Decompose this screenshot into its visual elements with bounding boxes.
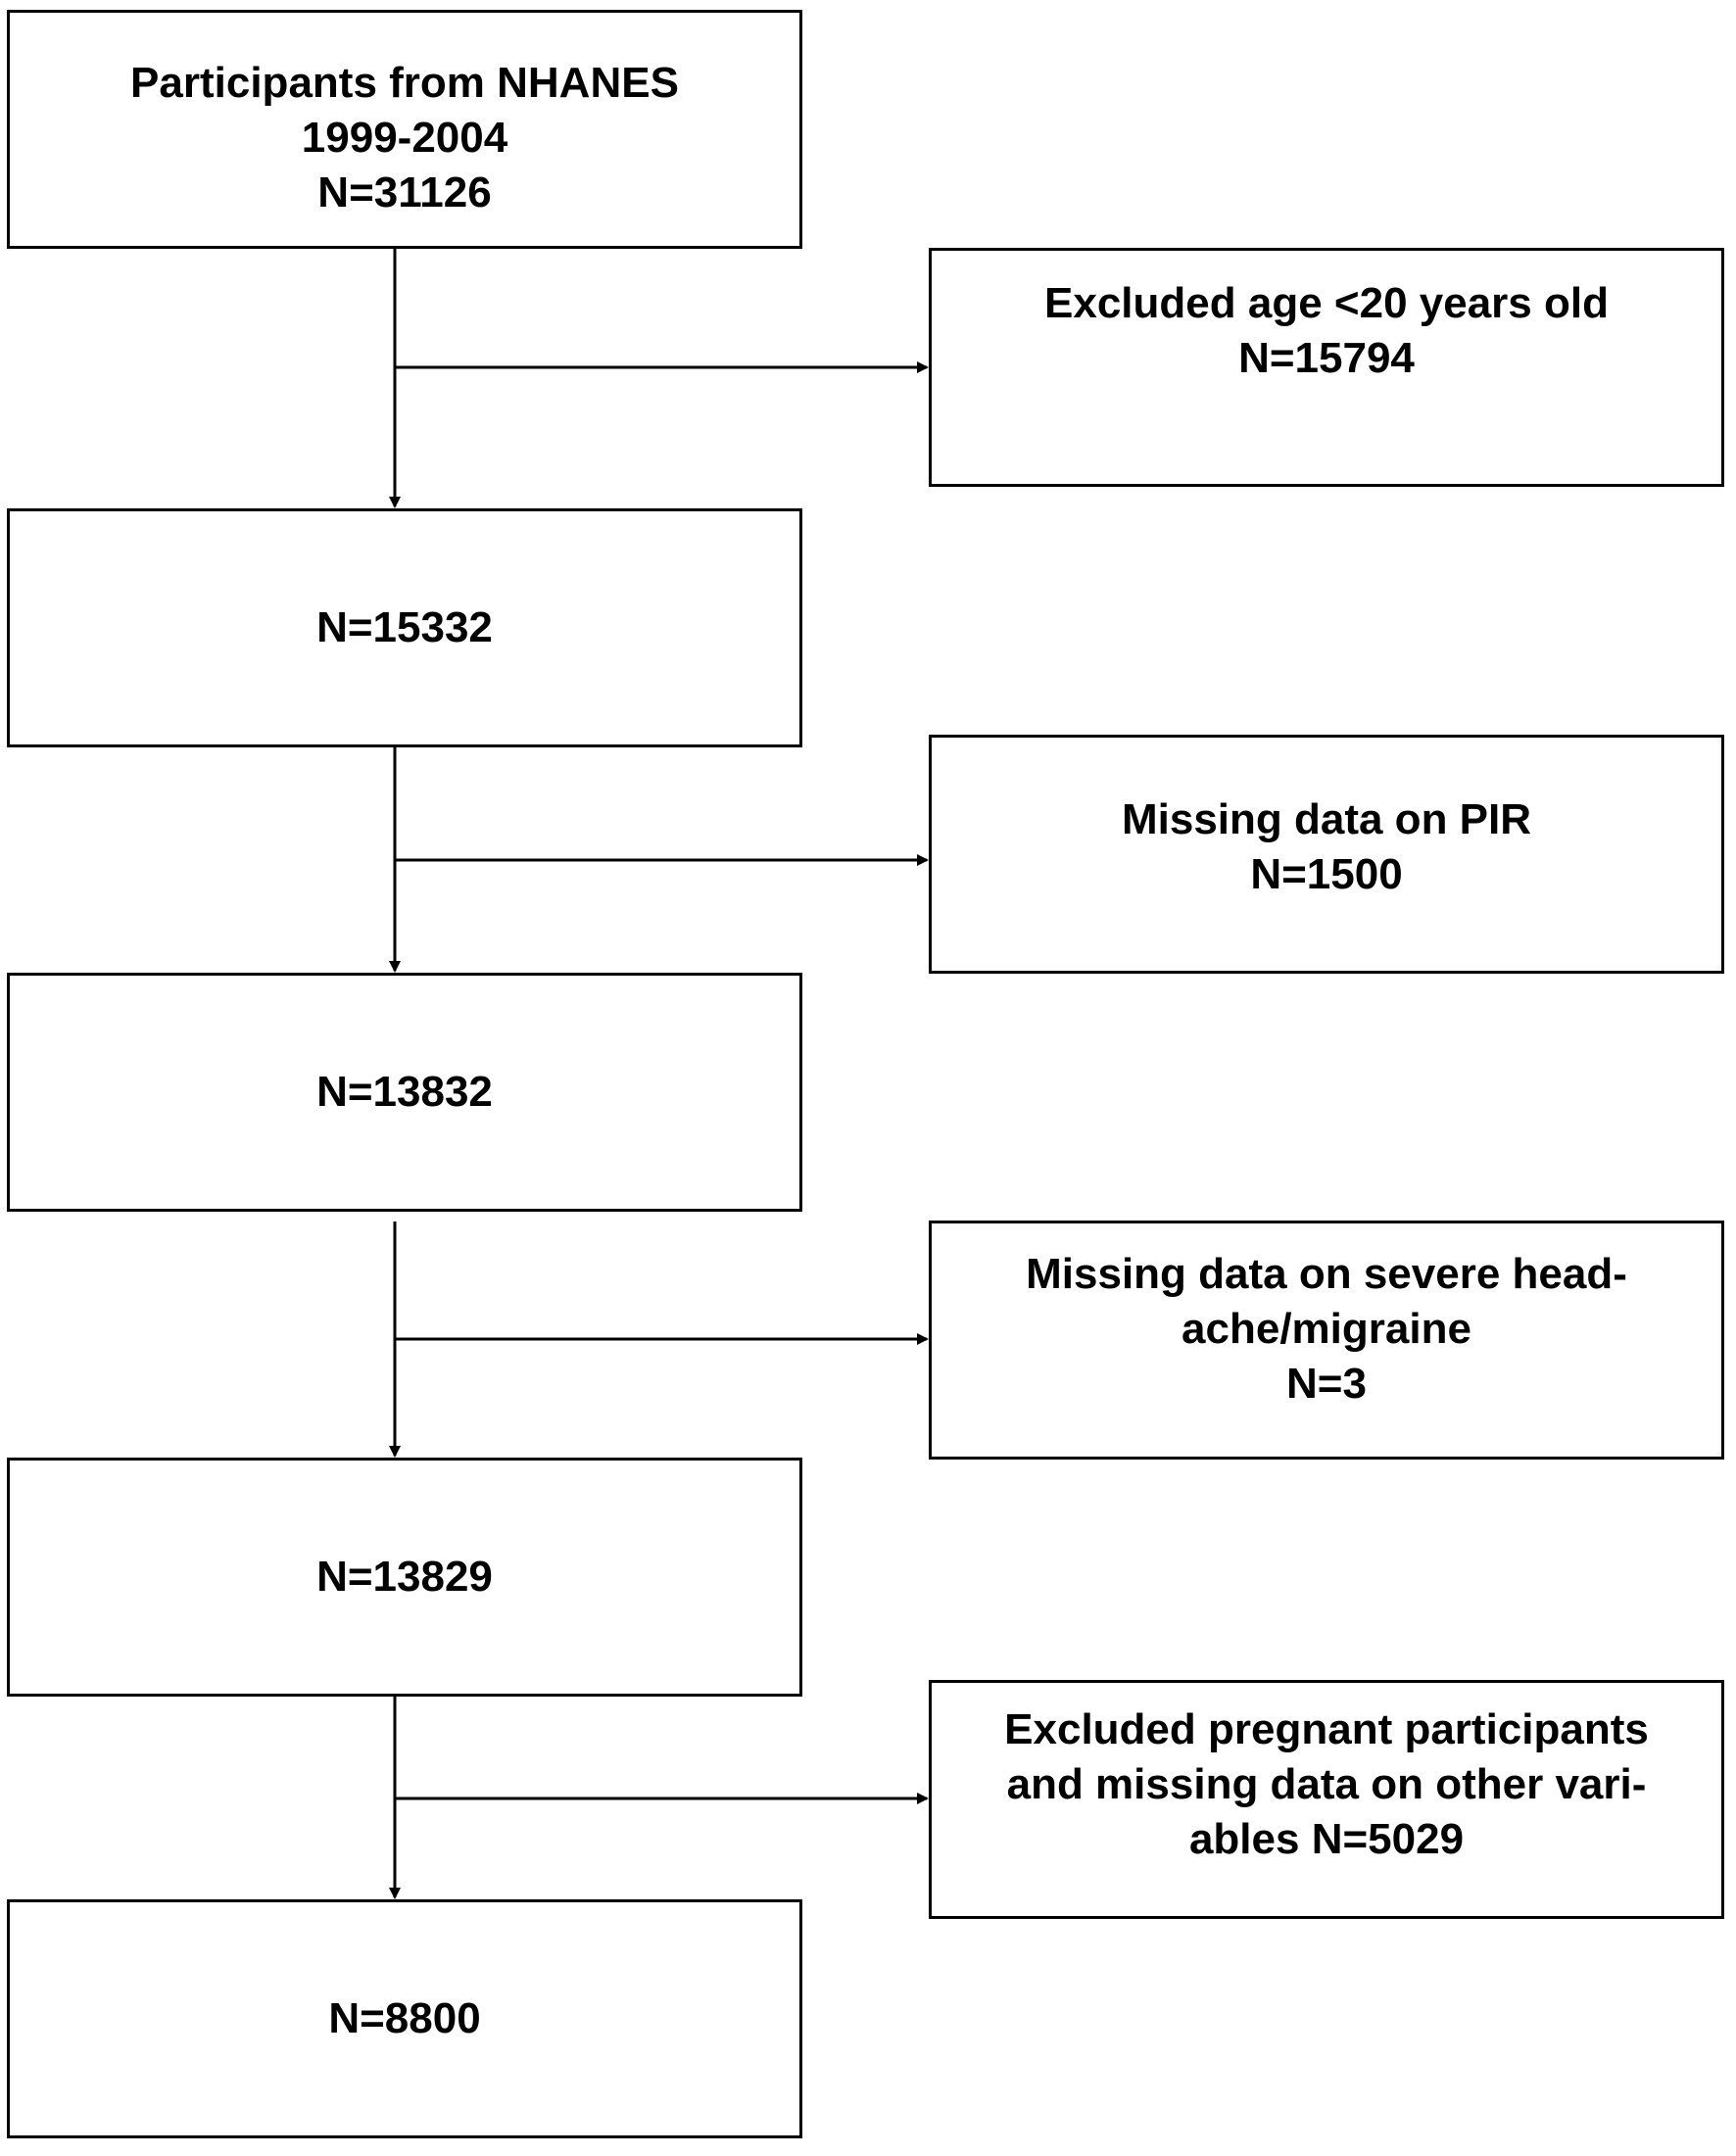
- exclusion-age-count: N=15794: [1238, 334, 1415, 382]
- exclusion-pregnant-box: Excluded pregnant participants and missi…: [929, 1680, 1724, 1919]
- participants-count: N=31126: [317, 168, 492, 216]
- after-age-count: N=15332: [316, 603, 493, 651]
- exclusion-age-box: Excluded age <20 years old N=15794: [929, 248, 1724, 487]
- after-pir-count: N=13832: [316, 1068, 493, 1116]
- exclusion-pir-box: Missing data on PIR N=1500: [929, 735, 1724, 974]
- exclusion-pregnant-label-3: ables N=5029: [1188, 1815, 1465, 1863]
- after-pir-box: N=13832: [7, 973, 802, 1212]
- participants-label: Participants from NHANES: [130, 59, 679, 107]
- exclusion-pir-label: Missing data on PIR: [1121, 795, 1532, 843]
- after-age-box: N=15332: [7, 508, 802, 747]
- exclusion-age-label: Excluded age <20 years old: [1044, 279, 1609, 327]
- final-sample-count: N=8800: [328, 1994, 481, 2042]
- after-migraine-box: N=13829: [7, 1458, 802, 1697]
- exclusion-pregnant-label-1: Excluded pregnant participants: [1004, 1705, 1649, 1753]
- final-sample-box: N=8800: [7, 1899, 802, 2138]
- exclusion-pir-count: N=1500: [1250, 850, 1403, 898]
- exclusion-migraine-label-1: Missing data on severe head-: [1026, 1250, 1627, 1298]
- exclusion-migraine-count: N=3: [1286, 1360, 1367, 1408]
- exclusion-migraine-box: Missing data on severe head- ache/migrai…: [929, 1221, 1724, 1460]
- exclusion-pregnant-label-2: and missing data on other vari-: [1006, 1760, 1647, 1808]
- after-migraine-count: N=13829: [316, 1553, 493, 1601]
- participants-box: Participants from NHANES 1999-2004 N=311…: [7, 10, 802, 249]
- exclusion-migraine-label-2: ache/migraine: [1181, 1305, 1471, 1353]
- participants-years: 1999-2004: [301, 114, 508, 162]
